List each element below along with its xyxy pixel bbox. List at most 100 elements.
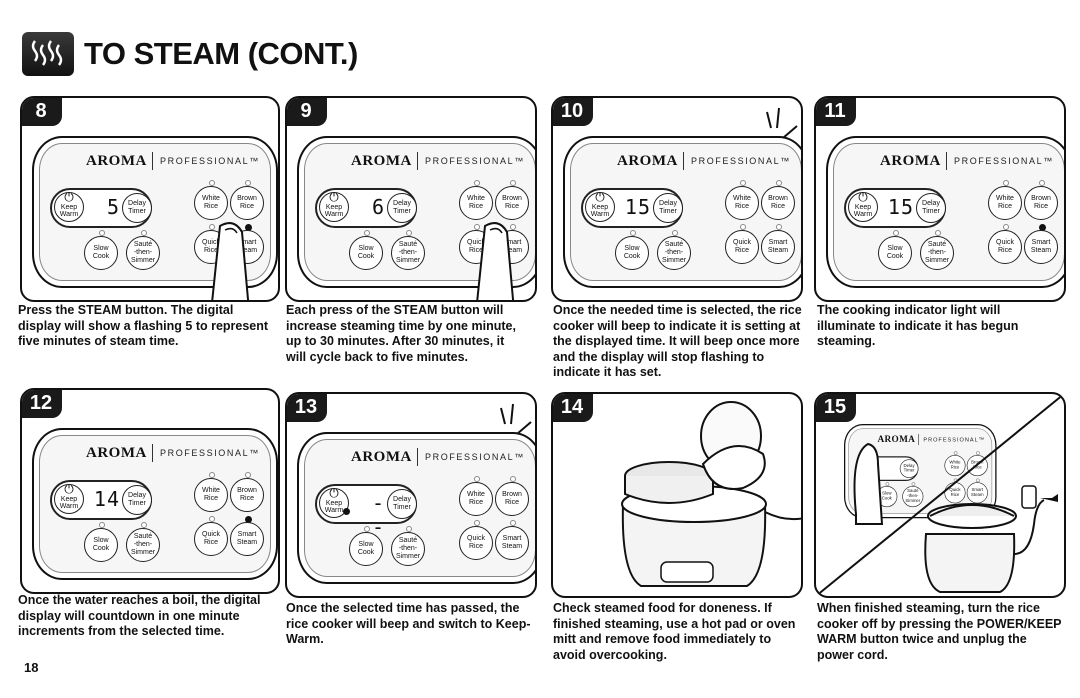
button-text-line: -then-	[907, 494, 919, 499]
brand-divider	[918, 433, 920, 446]
saute-simmer-button[interactable]: Sauté-then-Simmer	[126, 528, 160, 562]
button-text-line: Brown	[237, 487, 257, 494]
warm-label: Warm	[853, 211, 873, 218]
button-text-line: Steam	[236, 247, 258, 254]
saute-simmer-button[interactable]: Sauté-then-Simmer	[920, 236, 954, 270]
saute-simmer-button-label: Sauté-then-Simmer	[131, 533, 155, 557]
step-14-panel: 14	[551, 392, 803, 598]
delay-label: Delay	[659, 200, 677, 207]
brand-logo: AROMA	[351, 449, 412, 465]
brand-subtitle: PROFESSIONAL™	[425, 156, 525, 166]
button-text-line: White	[467, 491, 485, 498]
page-number: 18	[24, 660, 39, 675]
button-text-line: Simmer	[905, 499, 921, 504]
step-11-caption: The cooking indicator light will illumin…	[817, 303, 1019, 348]
brand-divider	[417, 448, 418, 466]
white-rice-indicator	[474, 180, 480, 186]
slow-cook-indicator	[99, 230, 105, 236]
brown-rice-indicator	[245, 472, 251, 478]
timer-label: Timer	[128, 500, 146, 507]
button-text-line: Smart	[1031, 239, 1051, 246]
button-text-line: White	[996, 195, 1014, 202]
white-rice-indicator	[474, 476, 480, 482]
button-text-line: -then-	[664, 249, 684, 256]
saute-simmer-button[interactable]: Sauté-then-Simmer	[391, 532, 425, 566]
delay-label: Delay	[128, 200, 146, 207]
saute-simmer-button[interactable]: Sauté-then-Simmer	[391, 236, 425, 270]
timer-label: Timer	[128, 208, 146, 215]
button-text-line: Rice	[1033, 203, 1048, 210]
button-text-line: Steam	[1030, 247, 1052, 254]
saute-simmer-button[interactable]: Sauté-then-Simmer	[657, 236, 691, 270]
button-text-line: Rice	[203, 495, 218, 502]
power-icon: ⏻	[329, 190, 339, 204]
button-text-line: Steam	[236, 539, 258, 546]
saute-simmer-button[interactable]: Sauté-then-Simmer	[902, 486, 924, 508]
button-text-line: Rice	[468, 203, 483, 210]
saute-simmer-button[interactable]: Sauté-then-Simmer	[126, 236, 160, 270]
button-text-line: Rice	[997, 247, 1012, 254]
button-text-line: -then-	[398, 249, 418, 256]
button-text-line: Simmer	[924, 257, 950, 264]
button-text-line: Cook	[881, 496, 892, 501]
slow-cook-indicator	[630, 230, 636, 236]
delay-label: Delay	[393, 200, 411, 207]
keep-label: Keep	[60, 496, 78, 503]
smart-steam-indicator	[510, 520, 516, 526]
button-text-line: Steam	[971, 492, 984, 498]
